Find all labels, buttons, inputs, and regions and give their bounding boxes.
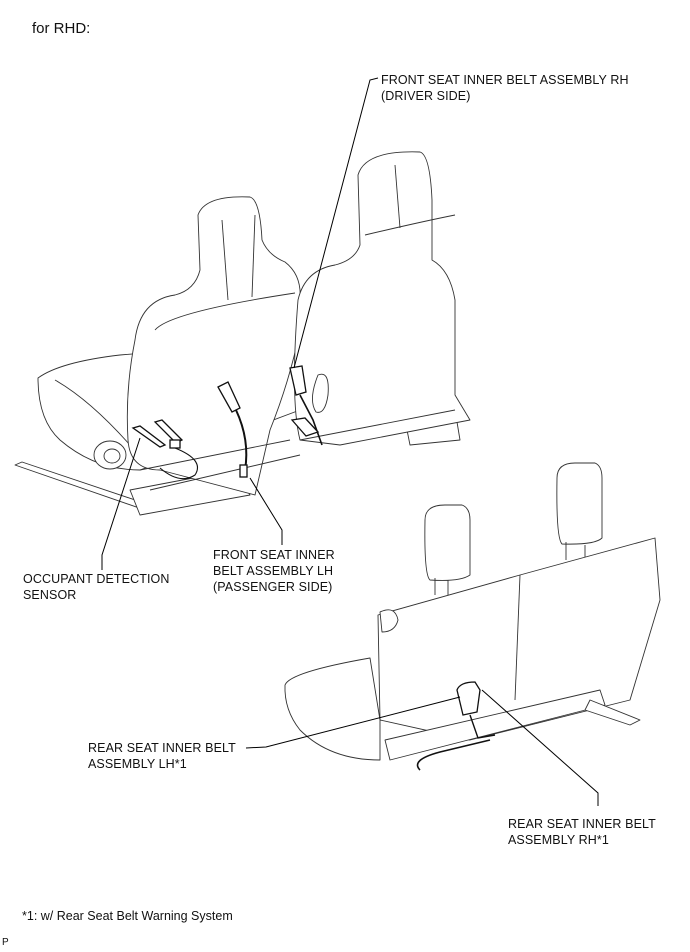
label-line: (DRIVER SIDE) bbox=[381, 89, 471, 103]
label-line: OCCUPANT DETECTION bbox=[23, 572, 170, 586]
label-occupant-detection-sensor: OCCUPANT DETECTION SENSOR bbox=[23, 571, 169, 603]
label-line: (PASSENGER SIDE) bbox=[213, 580, 333, 594]
rear-seat bbox=[284, 462, 661, 771]
diagram-title: for RHD: bbox=[32, 20, 91, 37]
leader-rear-rh bbox=[481, 689, 599, 806]
leader-front-rh bbox=[293, 77, 379, 369]
label-line: FRONT SEAT INNER bbox=[213, 548, 335, 562]
label-front-seat-belt-rh: FRONT SEAT INNER BELT ASSEMBLY RH (DRIVE… bbox=[381, 72, 629, 104]
label-front-seat-belt-lh: FRONT SEAT INNER BELT ASSEMBLY LH (PASSE… bbox=[213, 547, 335, 595]
front-seat-rh bbox=[289, 151, 471, 446]
leader-rear-lh bbox=[245, 696, 461, 749]
label-line: FRONT SEAT INNER BELT ASSEMBLY RH bbox=[381, 73, 629, 87]
label-line: ASSEMBLY RH*1 bbox=[508, 833, 609, 847]
page-mark: P bbox=[2, 937, 9, 948]
label-line: REAR SEAT INNER BELT bbox=[508, 817, 656, 831]
label-line: ASSEMBLY LH*1 bbox=[88, 757, 187, 771]
label-line: BELT ASSEMBLY LH bbox=[213, 564, 334, 578]
label-line: REAR SEAT INNER BELT bbox=[88, 741, 236, 755]
leader-front-lh bbox=[249, 477, 283, 545]
label-line: SENSOR bbox=[23, 588, 77, 602]
label-rear-seat-belt-rh: REAR SEAT INNER BELT ASSEMBLY RH*1 bbox=[508, 816, 656, 848]
footnote: *1: w/ Rear Seat Belt Warning System bbox=[22, 909, 233, 923]
front-seat-lh bbox=[14, 196, 301, 516]
leader-occupant-sensor bbox=[101, 437, 141, 570]
label-rear-seat-belt-lh: REAR SEAT INNER BELT ASSEMBLY LH*1 bbox=[88, 740, 236, 772]
